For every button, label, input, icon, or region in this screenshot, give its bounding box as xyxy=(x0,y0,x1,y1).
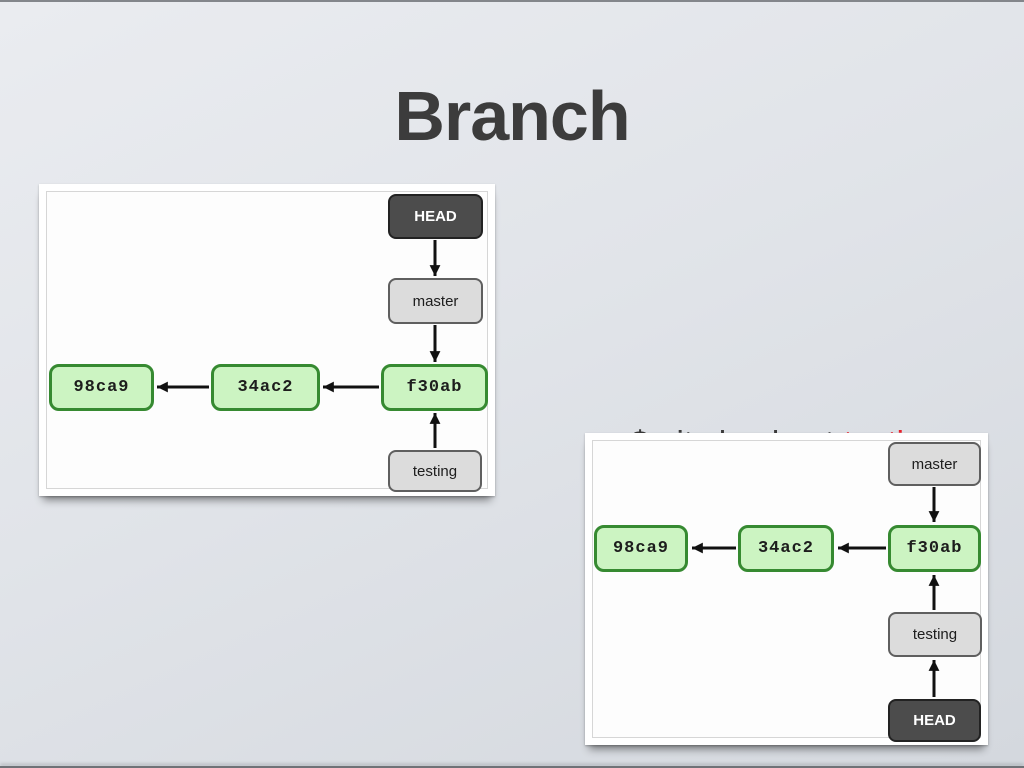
commit-node-34ac2: 34ac2 xyxy=(211,364,320,411)
branch-node-master: master xyxy=(888,442,981,486)
commit-node-f30ab: f30ab xyxy=(888,525,981,572)
arrows-layer xyxy=(692,487,940,697)
commit-node-98ca9: 98ca9 xyxy=(49,364,154,411)
commit-node-98ca9: 98ca9 xyxy=(594,525,688,572)
branch-node-testing: testing xyxy=(388,450,482,492)
diagram-card-after-checkout: master 98ca9 34ac2 f30ab testing HEAD xyxy=(585,433,988,745)
arrows-layer xyxy=(157,240,441,448)
git-graph-before: HEAD master 98ca9 34ac2 f30ab testing xyxy=(46,191,488,492)
branch-node-testing: testing xyxy=(888,612,982,657)
diagram-card-before-checkout: HEAD master 98ca9 34ac2 f30ab testing xyxy=(39,184,495,496)
slide-title: Branch xyxy=(394,77,630,155)
git-graph-after: master 98ca9 34ac2 f30ab testing HEAD xyxy=(592,440,982,742)
head-pointer-node: HEAD xyxy=(888,699,981,742)
commit-node-34ac2: 34ac2 xyxy=(738,525,834,572)
head-pointer-node: HEAD xyxy=(388,194,483,239)
commit-node-f30ab: f30ab xyxy=(381,364,488,411)
branch-node-master: master xyxy=(388,278,483,324)
